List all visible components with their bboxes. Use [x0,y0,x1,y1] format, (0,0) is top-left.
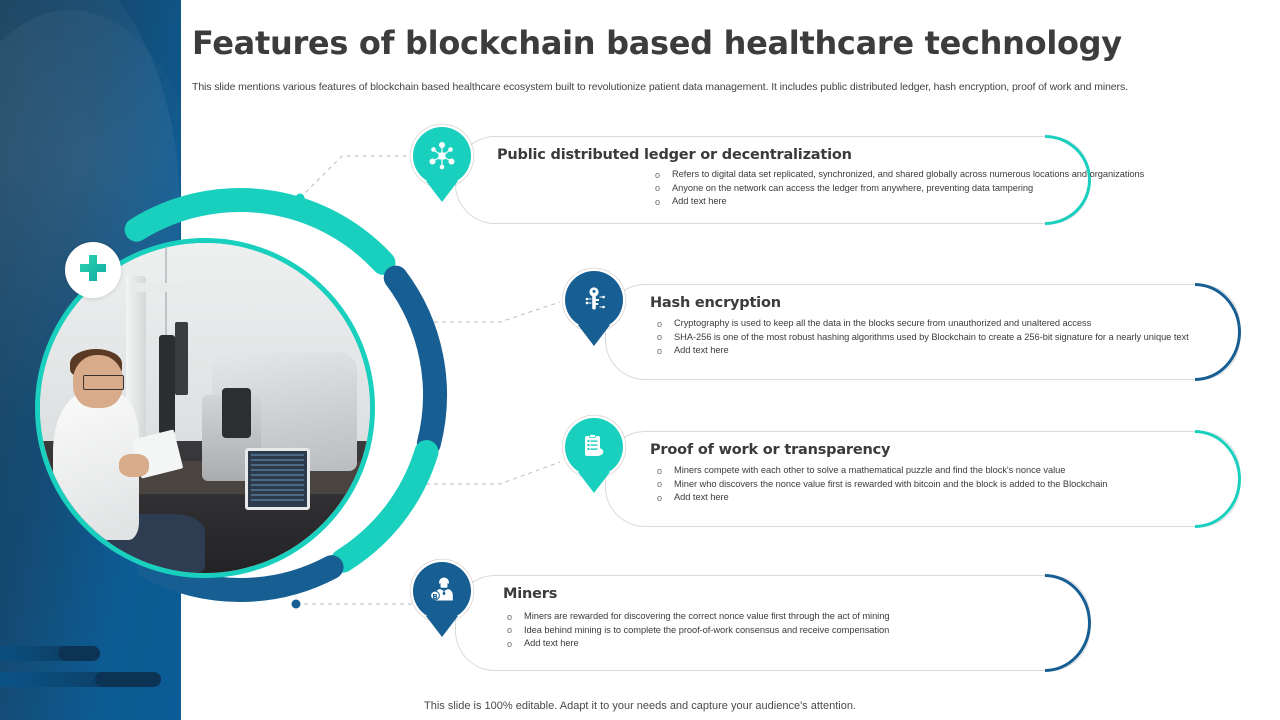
network-nodes-icon [429,142,455,170]
feature-card-1[interactable]: Public distributed ledger or decentraliz… [455,135,1144,225]
panel-accent-bar-dark-2 [95,672,161,687]
footer-note: This slide is 100% editable. Adapt it to… [424,700,856,712]
card-title-1: Public distributed ledger or decentraliz… [497,147,852,163]
card-edge-accent-3 [1195,430,1241,528]
card-icon-pin-2[interactable] [565,271,623,346]
panel-accent-bar-dark-1 [58,646,100,661]
medical-cross-badge [65,242,121,298]
card-title-2: Hash encryption [650,295,781,311]
page-title: Features of blockchain based healthcare … [192,24,1122,62]
page-subtitle: This slide mentions various features of … [192,81,1128,93]
card-title-3: Proof of work or transparency [650,442,891,458]
card-edge-accent-1 [1045,135,1091,225]
card-icon-pin-4[interactable]: B [413,562,471,637]
checklist-document-icon [585,434,604,456]
key-circuit-icon [585,287,605,310]
card-edge-accent-2 [1195,283,1241,381]
card-title-4: Miners [503,586,558,602]
svg-text:B: B [432,593,437,601]
card-edge-accent-4 [1045,574,1091,672]
hero-visual [32,170,455,620]
medical-cross-icon [80,255,106,281]
card-icon-pin-3[interactable] [565,418,623,493]
card-icon-pin-1[interactable] [413,127,471,202]
miner-worker-bitcoin-icon: B [430,577,453,601]
